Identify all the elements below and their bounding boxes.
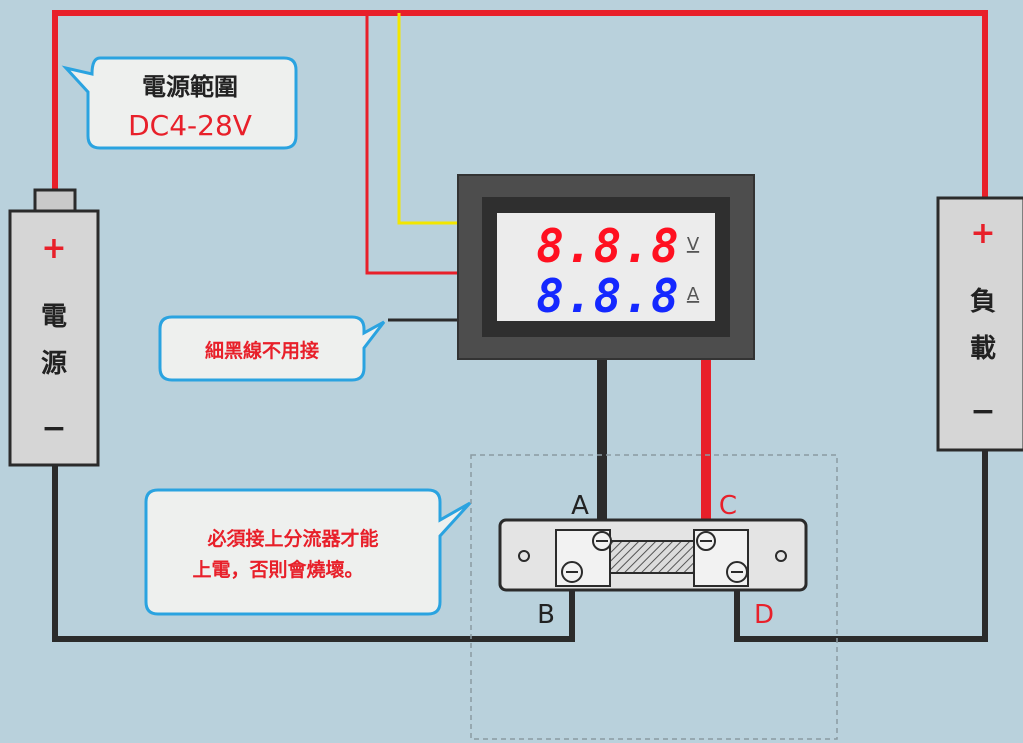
volt-unit-label: V: [687, 234, 700, 255]
red-wire-meter-power: [365, 13, 460, 275]
battery-body: [8, 209, 100, 467]
shunt-mount-hole-left: [518, 550, 530, 562]
amp-reading: 8.8.8: [536, 269, 679, 323]
shunt-mount-hole-right: [775, 550, 787, 562]
thin-black-wire-callout: 細黑線不用接: [158, 315, 386, 382]
wires: [52, 10, 988, 642]
battery-plus-sign: +: [41, 231, 66, 266]
screw-a: [592, 531, 612, 551]
thin-black-wire-callout-bubble: [158, 315, 386, 382]
shunt-warning-line-1: 必須接上分流器才能: [206, 527, 378, 550]
load-label-char-1: 負: [970, 287, 996, 317]
volt-amp-meter: 8.8.8 V 8.8.8 A: [457, 174, 755, 360]
screw-d: [726, 561, 748, 583]
meter-screen: [497, 213, 715, 321]
power-range-title: 電源範圍: [142, 73, 238, 101]
black-wire-battery-to-b: [52, 465, 575, 642]
yellow-wire: [397, 13, 460, 225]
terminal-label-d: D: [754, 600, 774, 630]
volt-reading: 8.8.8: [536, 219, 679, 273]
load-label-char-2: 載: [970, 334, 996, 364]
black-wire-d-to-load: [734, 450, 988, 642]
screw-c: [696, 531, 716, 551]
shunt-dashed-outline: [470, 454, 838, 740]
battery-label-char-1: 電: [41, 302, 67, 332]
load-minus-sign: −: [970, 394, 995, 429]
terminal-label-c: C: [719, 491, 737, 521]
shunt-warning-callout-bubble: [144, 488, 472, 616]
battery: + 電 源 −: [8, 188, 100, 467]
red-wire-main: [52, 10, 988, 198]
terminal-label-b: B: [537, 600, 555, 630]
shunt-resistive-element: [609, 540, 695, 574]
load-body: [936, 196, 1023, 452]
shunt-warning-line-2: 上電，否則會燒壞。: [192, 558, 363, 581]
terminal-label-a: A: [571, 491, 589, 521]
thin-black-wire-note: 細黑線不用接: [205, 339, 319, 362]
screw-b: [561, 561, 583, 583]
battery-label-char-2: 源: [41, 349, 67, 379]
shunt-area: A C B D: [470, 454, 838, 740]
power-range-callout: 電源範圍 DC4-28V: [61, 56, 298, 150]
power-range-voltage: DC4-28V: [128, 109, 252, 142]
load-plus-sign: +: [970, 216, 995, 251]
shunt-warning-callout: 必須接上分流器才能 上電，否則會燒壞。: [144, 488, 472, 616]
amp-unit-label: A: [687, 284, 700, 305]
battery-minus-sign: −: [41, 411, 66, 446]
power-range-callout-bubble: [61, 56, 298, 150]
load: + 負 載 −: [936, 196, 1023, 452]
